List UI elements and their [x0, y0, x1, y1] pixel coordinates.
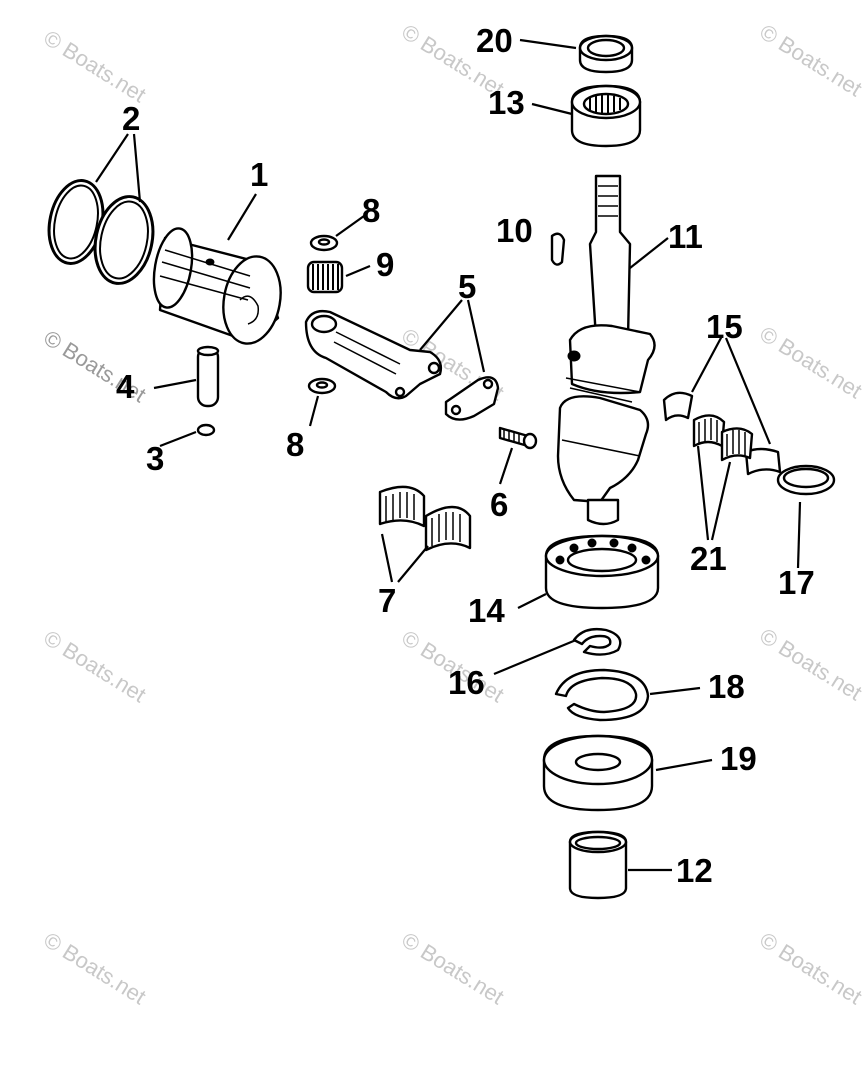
watermark: © Boats.net [39, 625, 150, 707]
piston-rings [47, 179, 155, 285]
callout-4: 4 [116, 368, 135, 405]
thrust-washer-top [309, 234, 339, 252]
lower-ball-bearing [544, 534, 660, 610]
watermark: © Boats.net [39, 25, 150, 107]
callout-8-bottom: 8 [286, 426, 304, 463]
crankshaft-sleeve [568, 830, 628, 900]
woodruff-key [550, 232, 566, 266]
callout-21: 21 [690, 540, 727, 577]
callout-15: 15 [706, 308, 743, 345]
center-main-needle-bearings [692, 414, 754, 462]
watermark: © Boats.net [755, 623, 864, 705]
callout-3: 3 [146, 440, 164, 477]
connecting-rod [304, 309, 443, 400]
callout-6: 6 [490, 486, 508, 523]
callout-14: 14 [468, 592, 505, 629]
crankshaft [556, 174, 656, 526]
connecting-rod-screw [498, 426, 538, 450]
snap-ring [554, 668, 650, 722]
upper-crankshaft-bearing [570, 84, 642, 148]
crankshaft-seal [578, 34, 634, 74]
callout-10: 10 [496, 212, 533, 249]
connecting-rod-cap [444, 376, 500, 421]
retaining-ring [196, 423, 216, 437]
callout-7: 7 [378, 582, 396, 619]
watermark: © Boats.net [755, 19, 864, 101]
callout-labels: 1 2 3 4 5 6 7 8 8 9 10 11 12 13 14 15 16… [116, 22, 815, 889]
callout-8-top: 8 [362, 192, 380, 229]
callout-13: 13 [488, 84, 525, 121]
callout-11: 11 [668, 218, 703, 255]
callout-20: 20 [476, 22, 513, 59]
lower-seal-washer [542, 734, 654, 812]
callout-19: 19 [720, 740, 757, 777]
crankpin-bearing-halves [378, 485, 472, 552]
watermark: © Boats.net [755, 321, 864, 403]
wrist-pin-needle-bearing [306, 260, 344, 294]
watermark: © Boats.net [39, 927, 150, 1009]
watermark: © Boats.net [397, 927, 508, 1009]
callout-9: 9 [376, 246, 394, 283]
callout-18: 18 [708, 668, 745, 705]
callout-12: 12 [676, 852, 713, 889]
leader-lines [95, 38, 802, 872]
callout-16: 16 [448, 664, 485, 701]
center-main-bearing-sleeves [662, 391, 782, 476]
callout-5: 5 [458, 268, 476, 305]
thrust-washer-bottom [307, 377, 337, 395]
callout-2: 2 [122, 100, 140, 137]
callout-17: 17 [778, 564, 815, 601]
piston-pin [196, 345, 220, 408]
bearing-retainer-ring [776, 464, 836, 496]
bearing-retaining-ring [572, 627, 622, 656]
piston [152, 227, 282, 345]
callout-1: 1 [250, 156, 268, 193]
watermark: © Boats.net [755, 927, 864, 1009]
